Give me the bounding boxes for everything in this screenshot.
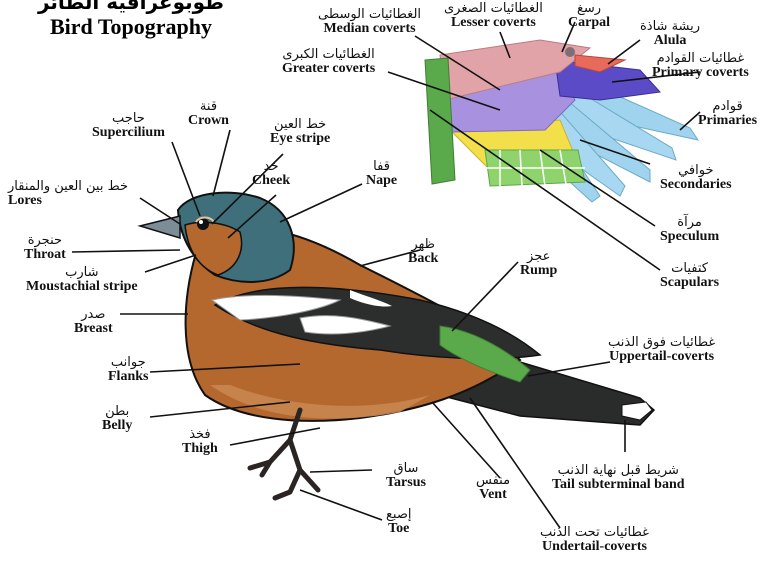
label-undertail-en: Undertail-coverts: [540, 540, 649, 555]
label-uppertail-en: Uppertail-coverts: [608, 350, 715, 365]
label-median-en: Median coverts: [318, 22, 421, 37]
label-carpal-ar: رسغ: [568, 2, 610, 16]
label-primaries-en: Primaries: [698, 114, 757, 129]
label-rump-en: Rump: [520, 264, 557, 279]
label-vent: منفس Vent: [476, 474, 510, 502]
label-thigh-ar: فخذ: [182, 428, 218, 442]
label-crown-ar: قنة: [188, 100, 229, 114]
label-back-en: Back: [408, 252, 438, 267]
label-primaries: قوادم Primaries: [698, 100, 757, 128]
label-lesser-ar: الغطائيات الصغرى: [444, 2, 543, 16]
label-vent-ar: منفس: [476, 474, 510, 488]
label-primaries-ar: قوادم: [698, 100, 757, 114]
label-thigh: فخذ Thigh: [182, 428, 218, 456]
label-lores-ar: خط بين العين والمنقار: [8, 180, 128, 194]
label-speculum: مرآة Speculum: [660, 216, 719, 244]
title-arabic: طوبوغرافية الطائر: [26, 0, 236, 14]
label-back-ar: ظهر: [408, 238, 438, 252]
label-moustachial-ar: شارب: [26, 266, 138, 280]
label-lores-en: Lores: [8, 194, 128, 209]
label-primary-coverts: غطائيات القوادم Primary coverts: [652, 52, 749, 80]
label-median-ar: الغطائيات الوسطى: [318, 8, 421, 22]
title-english: Bird Topography: [26, 14, 236, 40]
label-crown-en: Crown: [188, 114, 229, 129]
label-eye-stripe-ar: خط العين: [270, 118, 330, 132]
label-belly-ar: بطن: [102, 405, 132, 419]
carpal-joint: [565, 47, 575, 57]
label-throat: حنجرة Throat: [24, 234, 66, 262]
label-crown: قنة Crown: [188, 100, 229, 128]
label-lesser-en: Lesser coverts: [444, 16, 543, 31]
label-speculum-en: Speculum: [660, 230, 719, 245]
label-alula: ريشة شاذة Alula: [640, 20, 700, 48]
label-median-coverts: الغطائيات الوسطى Median coverts: [318, 8, 421, 36]
label-flanks: جوانب Flanks: [108, 356, 148, 384]
label-secondaries-ar: خوافي: [660, 164, 732, 178]
label-scapulars-en: Scapulars: [660, 276, 719, 291]
label-breast-en: Breast: [74, 322, 113, 337]
label-uppertail-coverts: غطائيات فوق الذنب Uppertail-coverts: [608, 336, 715, 364]
label-flanks-en: Flanks: [108, 370, 148, 385]
label-scapulars: كتفيات Scapulars: [660, 262, 719, 290]
label-supercilium-ar: حاجب: [92, 112, 165, 126]
label-primary-coverts-ar: غطائيات القوادم: [652, 52, 749, 66]
label-rump: عجز Rump: [520, 250, 557, 278]
label-flanks-ar: جوانب: [108, 356, 148, 370]
label-alula-en: Alula: [640, 34, 700, 49]
label-toe-ar: إصبع: [386, 508, 412, 522]
label-moustachial: شارب Moustachial stripe: [26, 266, 138, 294]
label-vent-en: Vent: [476, 488, 510, 503]
label-nape-en: Nape: [366, 174, 397, 189]
label-belly-en: Belly: [102, 419, 132, 434]
label-toe-en: Toe: [386, 522, 412, 537]
label-tarsus-ar: ساق: [386, 462, 426, 476]
label-tail-band-en: Tail subterminal band: [552, 478, 685, 493]
label-throat-ar: حنجرة: [24, 234, 66, 248]
label-secondaries: خوافي Secondaries: [660, 164, 732, 192]
label-eye-stripe: خط العين Eye stripe: [270, 118, 330, 146]
label-toe: إصبع Toe: [386, 508, 412, 536]
label-thigh-en: Thigh: [182, 442, 218, 457]
label-nape: قفا Nape: [366, 160, 397, 188]
label-lores: خط بين العين والمنقار Lores: [8, 180, 128, 208]
label-uppertail-ar: غطائيات فوق الذنب: [608, 336, 715, 350]
label-tarsus-en: Tarsus: [386, 476, 426, 491]
label-rump-ar: عجز: [520, 250, 557, 264]
diagram-title: طوبوغرافية الطائر Bird Topography: [26, 0, 236, 40]
label-breast: صدر Breast: [74, 308, 113, 336]
label-cheek: خد Cheek: [252, 160, 290, 188]
label-speculum-ar: مرآة: [660, 216, 719, 230]
label-moustachial-en: Moustachial stripe: [26, 280, 138, 295]
label-tail-band-ar: شريط قبل نهاية الذنب: [552, 464, 685, 478]
label-scapulars-ar: كتفيات: [660, 262, 719, 276]
label-undertail-ar: غطائيات تحت الذنب: [540, 526, 649, 540]
label-undertail-coverts: غطائيات تحت الذنب Undertail-coverts: [540, 526, 649, 554]
label-back: ظهر Back: [408, 238, 438, 266]
label-secondaries-en: Secondaries: [660, 178, 732, 193]
label-nape-ar: قفا: [366, 160, 397, 174]
label-tail-subterminal-band: شريط قبل نهاية الذنب Tail subterminal ba…: [552, 464, 685, 492]
label-tarsus: ساق Tarsus: [386, 462, 426, 490]
label-eye-stripe-en: Eye stripe: [270, 132, 330, 147]
legs: [250, 410, 318, 498]
label-cheek-ar: خد: [252, 160, 290, 174]
label-supercilium: حاجب Supercilium: [92, 112, 165, 140]
label-greater-en: Greater coverts: [282, 62, 375, 77]
label-breast-ar: صدر: [74, 308, 113, 322]
label-greater-coverts: الغطائيات الكبرى Greater coverts: [282, 48, 375, 76]
label-primary-coverts-en: Primary coverts: [652, 66, 749, 81]
label-lesser-coverts: الغطائيات الصغرى Lesser coverts: [444, 2, 543, 30]
label-supercilium-en: Supercilium: [92, 126, 165, 141]
label-greater-ar: الغطائيات الكبرى: [282, 48, 375, 62]
label-carpal: رسغ Carpal: [568, 2, 610, 30]
label-cheek-en: Cheek: [252, 174, 290, 189]
label-throat-en: Throat: [24, 248, 66, 263]
label-belly: بطن Belly: [102, 405, 132, 433]
label-carpal-en: Carpal: [568, 16, 610, 31]
label-alula-ar: ريشة شاذة: [640, 20, 700, 34]
